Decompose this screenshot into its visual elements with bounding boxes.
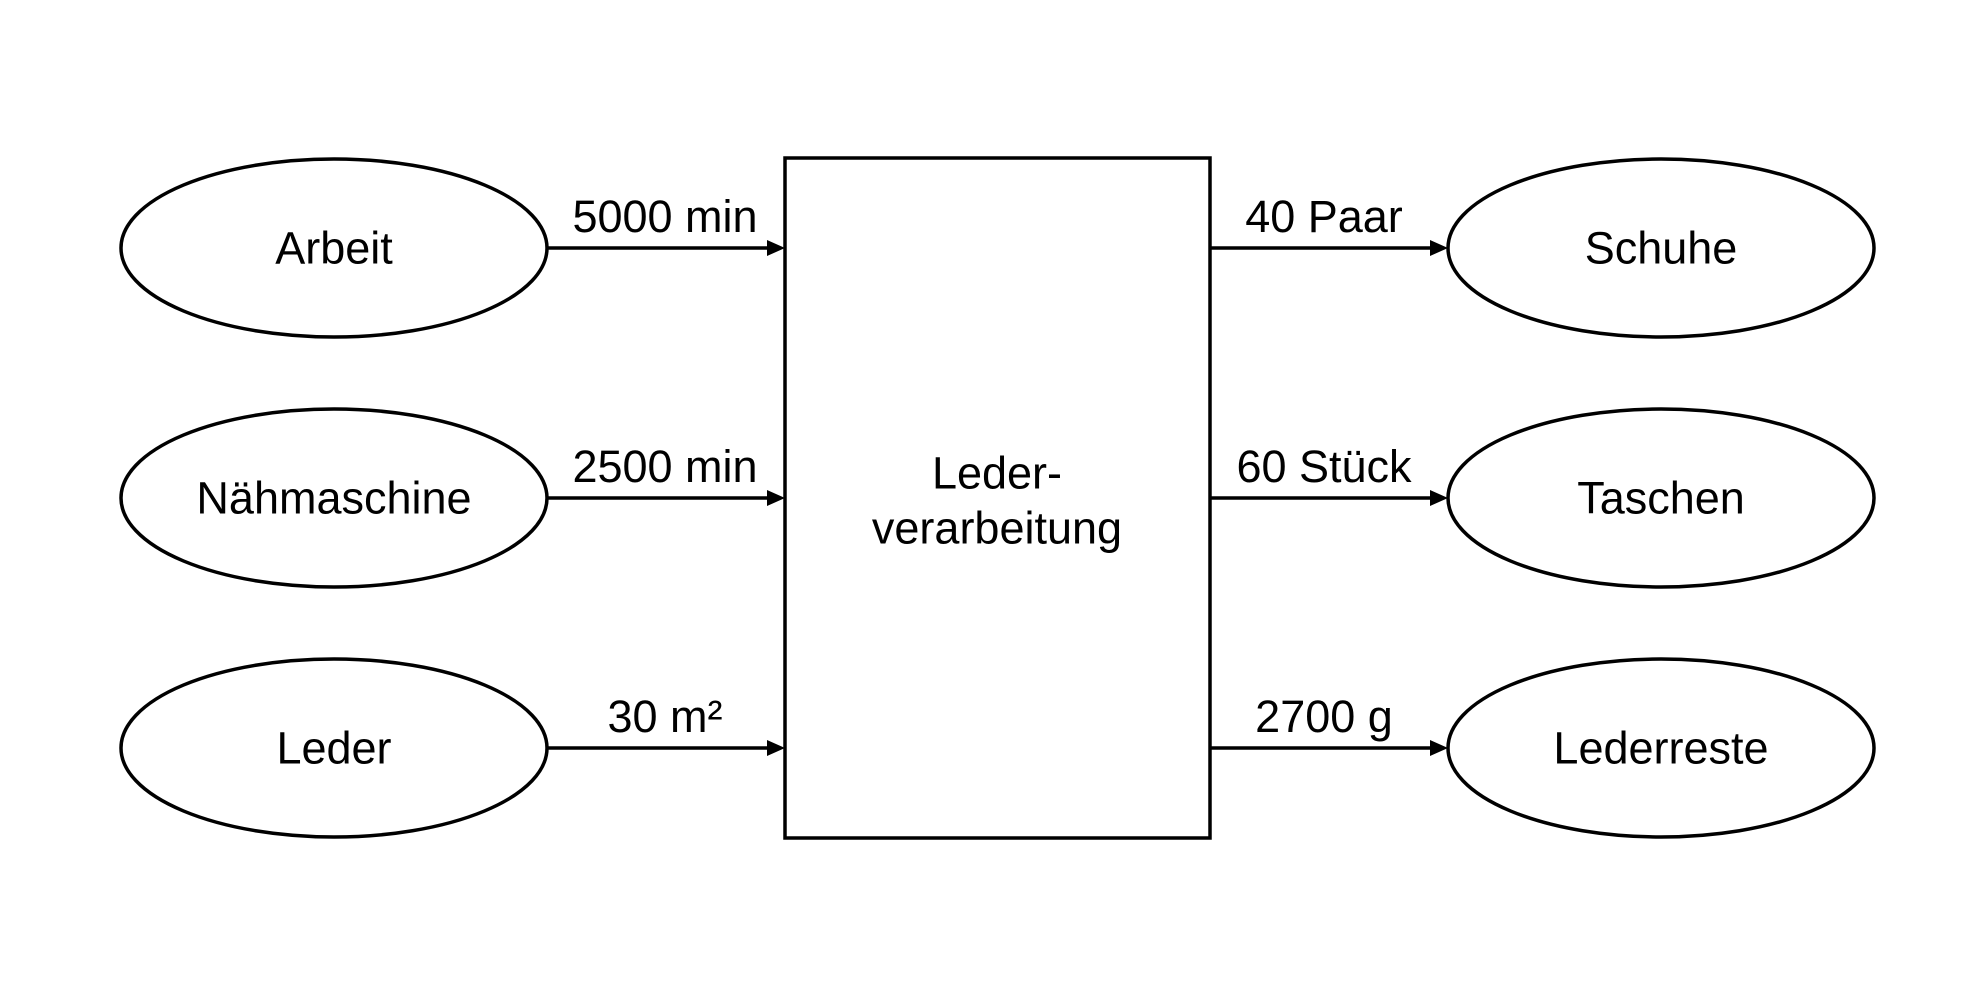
output-node-lederreste: Lederreste bbox=[1446, 657, 1876, 839]
process-label-line2: verarbeitung bbox=[872, 503, 1122, 554]
input-node-leder: Leder bbox=[119, 657, 549, 839]
output-arrow-lederreste: 2700 g bbox=[1210, 691, 1448, 756]
flow-label: 5000 min bbox=[572, 191, 757, 242]
input-node-naehmaschine: Nähmaschine bbox=[119, 407, 549, 589]
flow-label: 2500 min bbox=[572, 441, 757, 492]
output-label: Taschen bbox=[1577, 473, 1745, 524]
input-arrow-leder: 30 m² bbox=[547, 691, 785, 756]
flow-label: 60 Stück bbox=[1236, 441, 1412, 492]
output-node-taschen: Taschen bbox=[1446, 407, 1876, 589]
flow-label: 40 Paar bbox=[1245, 191, 1403, 242]
output-label: Lederreste bbox=[1553, 723, 1768, 774]
input-arrow-naehmaschine: 2500 min bbox=[547, 441, 785, 506]
input-arrow-arbeit: 5000 min bbox=[547, 191, 785, 256]
output-arrow-schuhe: 40 Paar bbox=[1210, 191, 1448, 256]
process-label-line1: Leder- bbox=[932, 448, 1062, 499]
flow-label: 30 m² bbox=[607, 691, 722, 742]
process-box: Leder- verarbeitung bbox=[783, 156, 1212, 840]
output-node-schuhe: Schuhe bbox=[1446, 157, 1876, 339]
input-label: Arbeit bbox=[275, 223, 393, 274]
input-label: Nähmaschine bbox=[196, 473, 471, 524]
output-label: Schuhe bbox=[1585, 223, 1738, 274]
input-node-arbeit: Arbeit bbox=[119, 157, 549, 339]
output-arrow-taschen: 60 Stück bbox=[1210, 441, 1448, 506]
input-label: Leder bbox=[276, 723, 391, 774]
flow-label: 2700 g bbox=[1255, 691, 1393, 742]
